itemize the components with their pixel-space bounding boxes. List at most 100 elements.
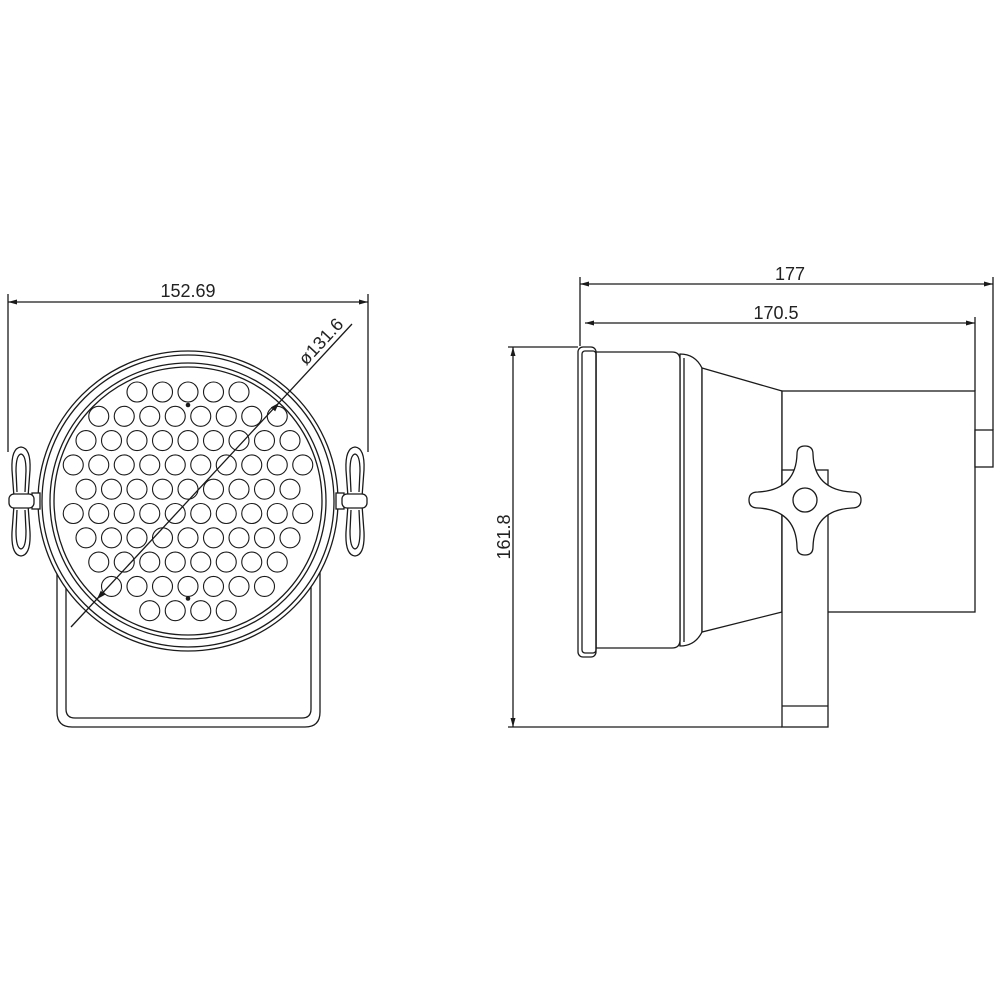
cross-knob-hub [792, 487, 818, 513]
arrowhead-right [359, 299, 368, 305]
height-dimension: 161.8 [494, 346, 782, 728]
led [151, 381, 174, 403]
front-view: 152.69 ø131.6 [7, 281, 369, 728]
led [126, 527, 148, 549]
led [75, 527, 97, 549]
led [113, 454, 135, 476]
led [215, 551, 237, 573]
led [88, 551, 110, 573]
led [241, 454, 263, 476]
led [215, 454, 237, 476]
led [177, 575, 199, 597]
front-housing [595, 351, 681, 649]
led [292, 502, 314, 525]
led [241, 502, 263, 525]
led [215, 405, 237, 427]
led [266, 454, 288, 476]
led [151, 575, 174, 597]
led [292, 454, 314, 476]
led [126, 478, 148, 500]
led [279, 478, 301, 500]
knob-upper-lobe-detail [15, 453, 27, 493]
led [215, 502, 237, 525]
diameter-arrowhead-upper [270, 402, 280, 412]
led [266, 502, 288, 525]
led [62, 502, 84, 525]
led [113, 502, 135, 525]
arrowhead-left [8, 299, 17, 305]
led [228, 430, 250, 452]
led [113, 405, 135, 427]
led [202, 381, 225, 403]
led [279, 527, 301, 549]
led [228, 381, 250, 403]
mounting-bracket-outer-edge [56, 560, 321, 728]
led [151, 527, 174, 549]
led [190, 600, 212, 622]
led [113, 551, 135, 573]
width-dimension: 152.69 [7, 281, 369, 452]
lens-ring-inner [53, 366, 323, 636]
led [88, 502, 110, 525]
body-length-label: 170.5 [753, 303, 798, 323]
led [139, 454, 161, 476]
screw-bottom [185, 596, 191, 601]
arrowhead-left [580, 281, 589, 287]
knob-hub [8, 493, 35, 509]
led [202, 430, 225, 452]
screw-top [185, 402, 191, 408]
led [126, 575, 148, 597]
left-locking-knob [8, 446, 41, 557]
height-label: 161.8 [494, 514, 514, 559]
led [253, 575, 276, 597]
knob-lower-lobe-detail [15, 509, 27, 550]
mounting-bracket-inner-edge [65, 560, 312, 719]
diameter-arrowhead-lower [96, 590, 106, 600]
led [190, 454, 212, 476]
led [253, 478, 276, 500]
knob-upper-lobe-detail [349, 453, 361, 493]
led [100, 430, 123, 452]
arrowhead-right [966, 320, 975, 326]
right-locking-knob [335, 446, 368, 557]
led [202, 527, 225, 549]
led-array [62, 381, 314, 622]
led [177, 430, 199, 452]
led [190, 405, 212, 427]
arrowhead-left [585, 320, 594, 326]
led [75, 430, 97, 452]
led [151, 430, 174, 452]
overall-length-label: 177 [775, 264, 805, 284]
led [279, 430, 301, 452]
led [164, 405, 186, 427]
arrowhead-top [510, 347, 516, 356]
rear-cap [974, 429, 994, 468]
width-dimension-label: 152.69 [160, 281, 215, 301]
diameter-dimension-label: ø131.6 [295, 314, 348, 369]
led [266, 405, 288, 427]
led [253, 430, 276, 452]
led [253, 527, 276, 549]
knob-lower-lobe-detail [349, 509, 361, 550]
led [126, 381, 148, 403]
body-length-dimension: 170.5 [585, 303, 976, 391]
led [177, 478, 199, 500]
led [139, 502, 161, 525]
led [151, 478, 174, 500]
led [241, 405, 263, 427]
led [100, 575, 123, 597]
led [88, 405, 110, 427]
side-view: 177 170.5 161.8 [494, 264, 994, 728]
led [177, 381, 199, 403]
knob-hub [341, 493, 368, 509]
led [139, 600, 161, 622]
led [164, 600, 186, 622]
lens-ring-outer [49, 362, 327, 640]
led [215, 600, 237, 622]
led [228, 527, 250, 549]
led [62, 454, 84, 476]
led [126, 430, 148, 452]
led [266, 551, 288, 573]
cross-locking-knob [748, 445, 862, 556]
